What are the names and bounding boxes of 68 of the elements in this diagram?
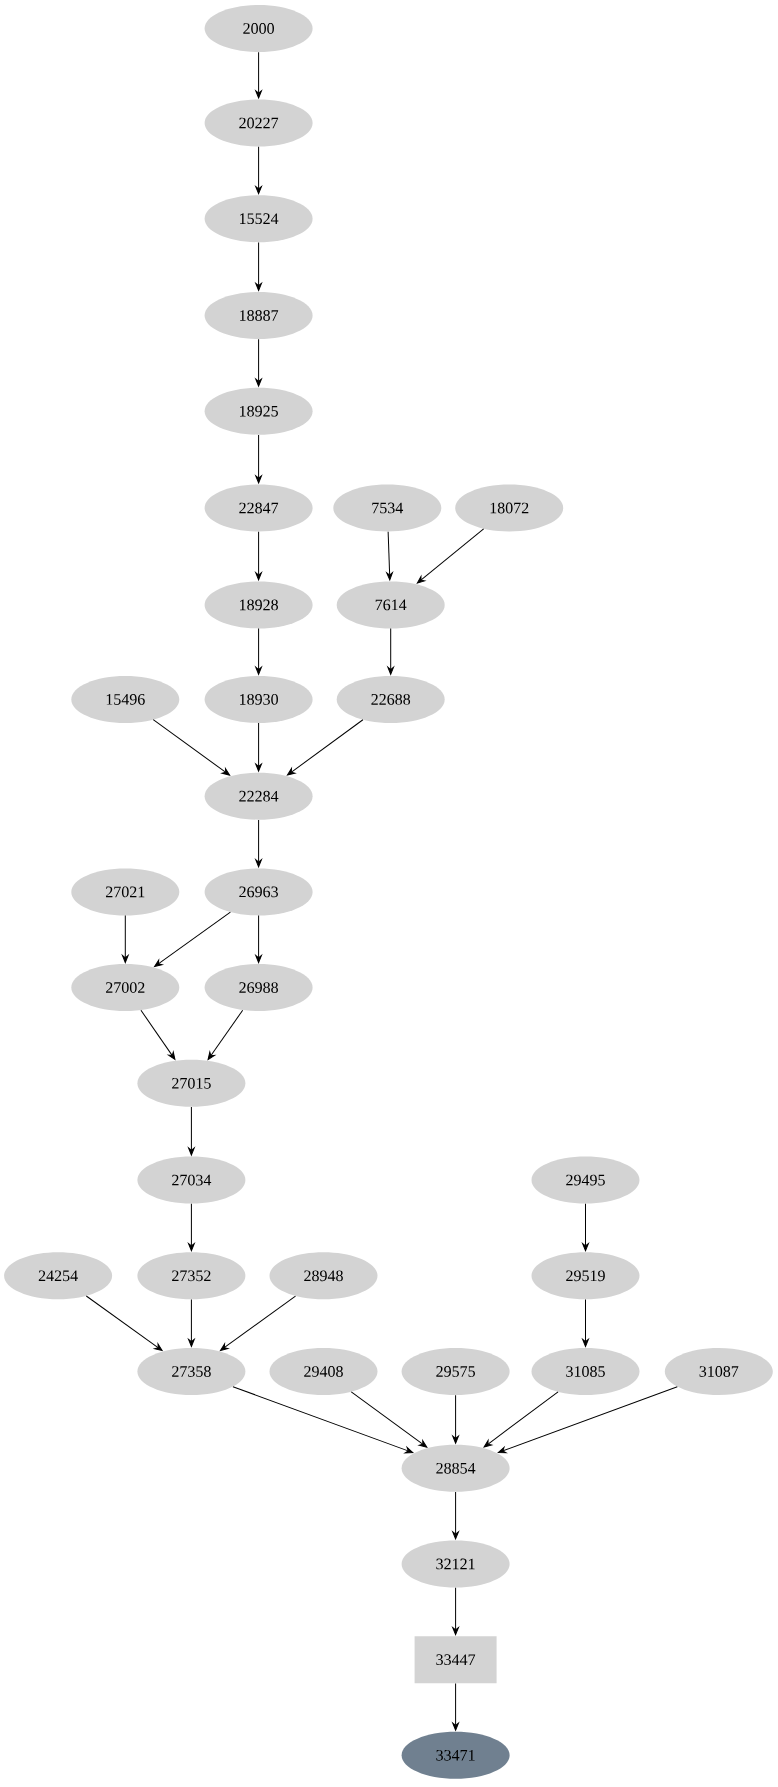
ellipse-node: 28948 <box>269 1252 378 1300</box>
ellipse-node: 27002 <box>71 964 180 1012</box>
ellipse-node: 29495 <box>531 1156 640 1204</box>
ellipse-node: 20227 <box>204 99 313 147</box>
ellipse-node: 31085 <box>531 1348 640 1395</box>
arrow <box>255 628 262 675</box>
ellipse-node: 28854 <box>401 1444 510 1492</box>
arrow <box>387 628 395 675</box>
arrow <box>255 51 262 99</box>
arrow <box>207 1009 244 1061</box>
ellipse-node: 27358 <box>137 1348 246 1395</box>
arrow <box>350 1391 428 1448</box>
ellipse-node: 22688 <box>336 675 445 723</box>
arrow <box>85 1295 163 1351</box>
arrow <box>154 911 231 968</box>
arrow <box>582 1203 589 1252</box>
ellipse-node: 26988 <box>204 964 313 1012</box>
arrow <box>286 719 364 776</box>
arrow <box>255 434 262 484</box>
ellipse-node: 27021 <box>71 868 180 916</box>
ellipse-node: 18072 <box>455 484 564 532</box>
arrow <box>255 241 262 291</box>
arrow <box>452 1394 459 1444</box>
arrow <box>220 1295 296 1351</box>
arrow <box>232 1386 414 1454</box>
arrow <box>255 722 262 772</box>
ellipse-node: 29519 <box>531 1252 640 1300</box>
ellipse-node: 24254 <box>4 1252 113 1300</box>
ellipse-node: 15496 <box>71 675 180 723</box>
arrow <box>188 1106 195 1156</box>
ellipse-node: 32121 <box>401 1540 510 1588</box>
arrow <box>497 1386 678 1454</box>
arrow <box>121 915 129 964</box>
ellipse-node: 7614 <box>336 581 445 629</box>
ellipse-node: 18887 <box>204 292 313 339</box>
arrow <box>452 1491 459 1540</box>
arrow <box>582 1299 589 1347</box>
ellipse-node: 18928 <box>204 581 313 629</box>
arrow <box>188 1203 195 1252</box>
arrow <box>255 531 262 581</box>
ellipse-node: 22847 <box>204 484 313 532</box>
arrow <box>386 531 393 581</box>
ellipse-node: 27352 <box>137 1252 246 1300</box>
arrow <box>452 1587 459 1636</box>
ellipse-node: 33471 <box>401 1731 510 1779</box>
ellipse-node: 31087 <box>664 1348 773 1395</box>
arrow <box>188 1299 195 1347</box>
ellipse-node: 2000 <box>204 5 313 52</box>
ellipse-node: 27015 <box>137 1059 246 1107</box>
ellipse-node: 18925 <box>204 387 313 435</box>
arrow <box>255 338 262 387</box>
ellipse-node: 29575 <box>401 1348 510 1395</box>
ellipse-node: 7534 <box>333 484 442 532</box>
ellipse-node: 29408 <box>269 1348 378 1395</box>
arrow <box>483 1391 559 1448</box>
arrow <box>255 146 262 195</box>
arrow <box>255 915 262 964</box>
ellipse-node: 18930 <box>204 675 313 723</box>
ellipse-node: 22284 <box>204 772 313 820</box>
arrow <box>140 1009 176 1060</box>
box-node: 33447 <box>414 1636 497 1684</box>
arrow <box>255 819 262 868</box>
ellipse-node: 26963 <box>204 868 313 916</box>
ellipse-node: 15524 <box>204 195 313 243</box>
arrow <box>452 1682 459 1731</box>
arrow <box>416 528 485 584</box>
ellipse-node: 27034 <box>137 1156 246 1204</box>
arrow <box>152 719 231 776</box>
